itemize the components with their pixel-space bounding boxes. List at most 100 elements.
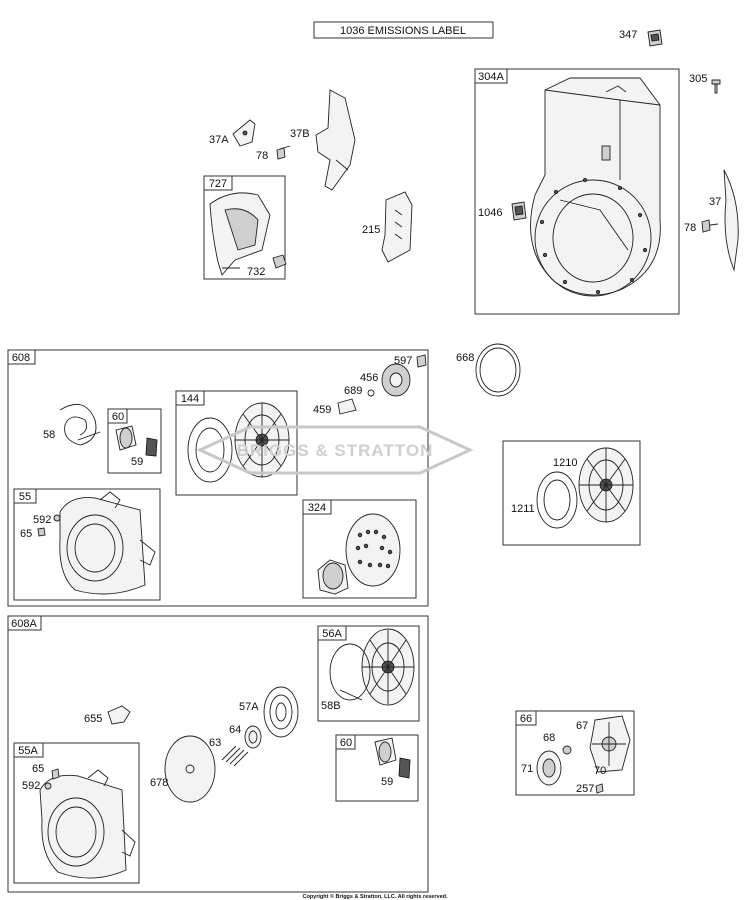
group-tag-55A [13, 742, 44, 758]
part-label-58B[interactable]: 58B [321, 700, 341, 712]
group-box-55A [13, 742, 140, 884]
part-305-drawing [711, 79, 721, 94]
part-label-65b[interactable]: 65 [32, 763, 44, 775]
part-66-drawing [536, 715, 631, 794]
group-box-144 [175, 390, 298, 496]
part-label-68[interactable]: 68 [543, 732, 555, 744]
part-37-drawing [723, 169, 739, 272]
part-label-459[interactable]: 459 [313, 404, 331, 416]
group-label-304A: 304A [478, 71, 504, 83]
blower-housing-drawing [530, 77, 661, 297]
part-668-drawing [475, 343, 521, 397]
part-label-655[interactable]: 655 [84, 713, 102, 725]
part-label-1210[interactable]: 1210 [553, 457, 577, 469]
part-label-59b[interactable]: 59 [381, 776, 393, 788]
part-57A-drawing [263, 686, 299, 738]
group-box-56A [317, 625, 420, 722]
part-label-57A[interactable]: 57A [239, 701, 259, 713]
group-tag-608 [7, 349, 36, 365]
part-label-37[interactable]: 37 [709, 196, 721, 208]
part-label-78a[interactable]: 78 [256, 150, 268, 162]
part-label-1046[interactable]: 1046 [478, 207, 502, 219]
part-label-71[interactable]: 71 [521, 763, 533, 775]
part-144-drawing [187, 402, 290, 483]
part-56A-drawing [329, 628, 415, 706]
part-592b-drawing [44, 782, 52, 790]
part-label-456[interactable]: 456 [360, 372, 378, 384]
part-65a-drawing [37, 527, 46, 537]
group-box-304A [474, 68, 680, 315]
part-727-drawing [209, 192, 271, 276]
part-label-597[interactable]: 597 [394, 355, 412, 367]
part-60b-drawing [374, 737, 411, 779]
watermark-text: BRIGGS & STRATTON [237, 441, 434, 460]
group-tag-144 [175, 390, 205, 406]
part-label-732[interactable]: 732 [247, 266, 265, 278]
brand-watermark: BRIGGS & STRATTON [196, 425, 474, 475]
group-label-55: 55 [19, 491, 31, 503]
group-label-55A: 55A [18, 745, 38, 757]
part-37A-drawing [232, 119, 256, 147]
part-label-59a[interactable]: 59 [131, 456, 143, 468]
group-label-608: 608 [12, 352, 30, 364]
part-592a-drawing [53, 514, 61, 522]
part-label-70[interactable]: 70 [594, 765, 606, 777]
group-tag-66 [515, 710, 537, 726]
part-label-1211[interactable]: 1211 [511, 503, 535, 515]
group-tag-60b [335, 734, 356, 750]
part-label-58[interactable]: 58 [43, 429, 55, 441]
group-box-324 [302, 499, 417, 599]
part-label-347[interactable]: 347 [619, 29, 637, 41]
part-55-drawing [59, 491, 156, 595]
part-label-37B[interactable]: 37B [290, 128, 310, 140]
part-78b-drawing [701, 219, 719, 233]
part-label-305[interactable]: 305 [689, 73, 707, 85]
group-tag-727 [203, 175, 233, 191]
group-tag-304A [474, 68, 508, 84]
group-label-60a: 60 [112, 411, 124, 423]
part-65b-drawing [51, 768, 60, 780]
group-box-608A [7, 615, 429, 893]
part-label-78b[interactable]: 78 [684, 222, 696, 234]
part-597-drawing [416, 354, 427, 368]
part-678-drawing [164, 735, 216, 803]
group-box-1210 [502, 440, 641, 546]
part-1211-drawing [536, 471, 578, 529]
part-78a-drawing [276, 145, 291, 160]
part-label-592b[interactable]: 592 [22, 780, 40, 792]
group-box-60a [107, 408, 162, 474]
group-tag-56A [317, 625, 347, 641]
part-label-65a[interactable]: 65 [20, 528, 32, 540]
part-label-67[interactable]: 67 [576, 720, 588, 732]
part-215-drawing [381, 191, 413, 263]
part-label-592a[interactable]: 592 [33, 514, 51, 526]
part-60a-drawing [115, 425, 158, 457]
part-label-668[interactable]: 668 [456, 352, 474, 364]
part-324-drawing [317, 513, 401, 595]
part-63-drawing [221, 745, 249, 767]
part-label-37A[interactable]: 37A [209, 134, 229, 146]
part-label-257[interactable]: 257 [576, 783, 594, 795]
part-label-215[interactable]: 215 [362, 224, 380, 236]
part-label-64[interactable]: 64 [229, 724, 241, 736]
group-tag-608A [7, 615, 42, 631]
group-box-608 [7, 349, 429, 607]
part-689-drawing [367, 389, 375, 397]
part-1046-drawing [511, 201, 527, 221]
group-box-60b [335, 734, 419, 802]
part-732-drawing [272, 254, 287, 269]
part-label-678[interactable]: 678 [150, 777, 168, 789]
part-347-drawing [647, 29, 663, 47]
group-label-56A: 56A [322, 628, 342, 640]
group-label-608A: 608A [11, 618, 37, 630]
part-64-drawing [244, 725, 262, 749]
part-label-689[interactable]: 689 [344, 385, 362, 397]
group-tag-55 [13, 488, 37, 504]
part-label-63[interactable]: 63 [209, 737, 221, 749]
group-tag-324 [302, 499, 332, 515]
part-655-drawing [107, 705, 131, 725]
part-55A-drawing [39, 769, 136, 879]
group-label-60b: 60 [340, 737, 352, 749]
group-box-66 [515, 710, 635, 796]
